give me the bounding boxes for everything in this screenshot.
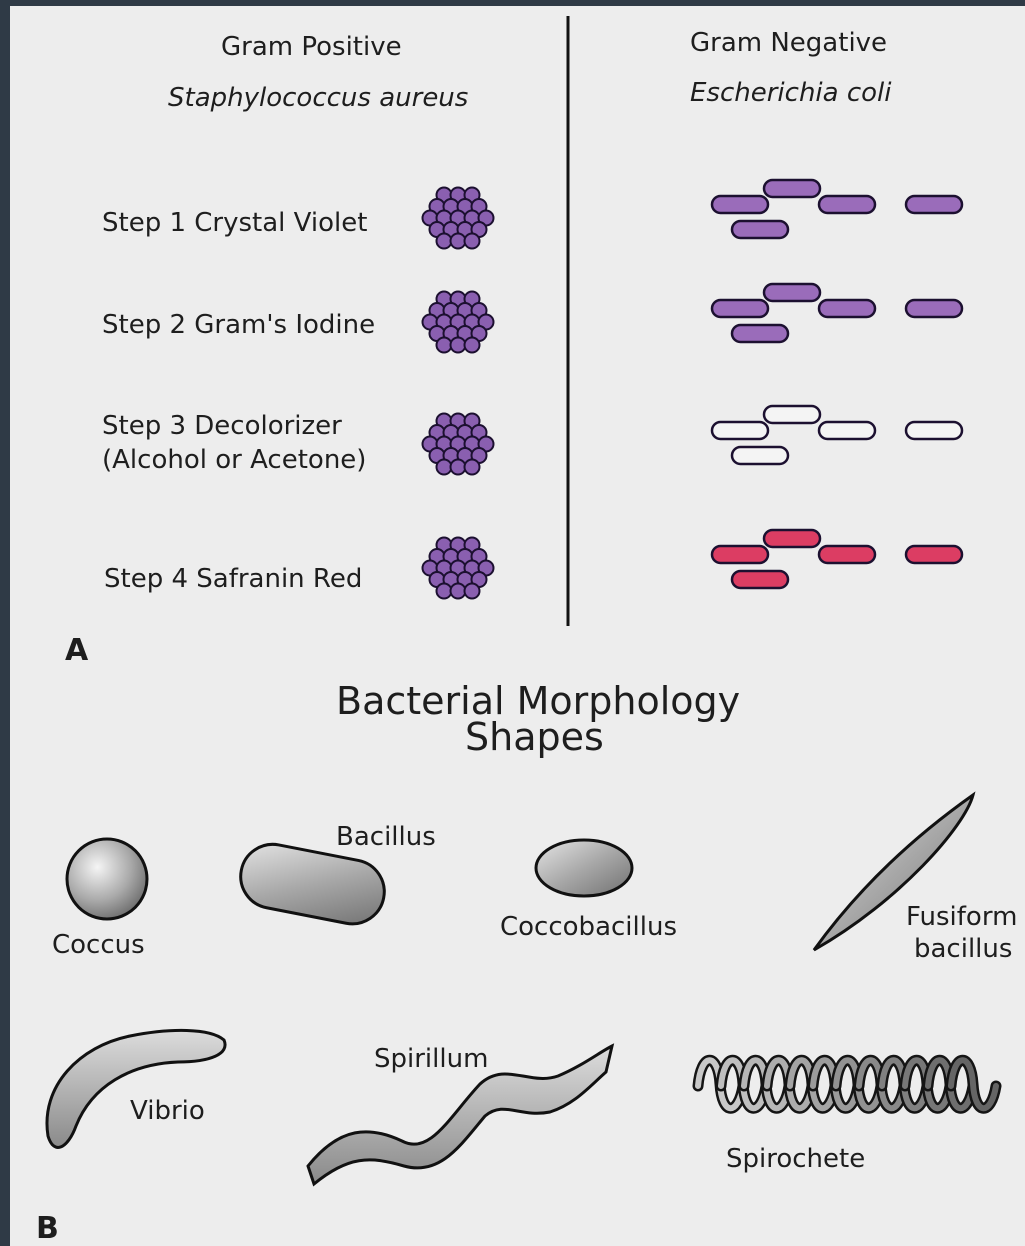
gram-negative-rods-step-1 <box>712 180 962 238</box>
gram-positive-cluster-step-1 <box>423 188 494 249</box>
gram-positive-cluster-step-2 <box>423 292 494 353</box>
gram-negative-rods-step-4 <box>712 530 962 588</box>
gram-negative-rods <box>712 180 962 588</box>
rod-cell <box>764 406 820 423</box>
spirochete-shape <box>698 1060 996 1108</box>
vibrio-label: Vibrio <box>130 1098 205 1124</box>
coccus-cell <box>465 584 480 599</box>
coccobacillus-label: Coccobacillus <box>500 914 677 940</box>
spirochete-label: Spirochete <box>726 1146 865 1172</box>
rod-cell <box>906 300 962 317</box>
rod-cell <box>819 546 875 563</box>
rod-cell <box>906 196 962 213</box>
spirillum-label: Spirillum <box>374 1046 488 1072</box>
morphology-title-line2: Shapes <box>465 718 604 756</box>
gram-negative-rods-step-2 <box>712 284 962 342</box>
gram-positive-cluster-step-3 <box>423 414 494 475</box>
diagram-page: Gram Positive Staphylococcus aureus Gram… <box>10 6 1025 1246</box>
vibrio-shape <box>47 1030 225 1147</box>
rod-cell <box>906 422 962 439</box>
rod-cell <box>732 221 788 238</box>
rod-cell <box>712 422 768 439</box>
step-2-label: Step 2 Gram's Iodine <box>102 312 375 338</box>
bacillus-label: Bacillus <box>336 824 436 850</box>
rod-cell <box>819 196 875 213</box>
rod-cell <box>764 530 820 547</box>
rod-cell <box>732 325 788 342</box>
bacillus-shape <box>235 839 390 929</box>
step-1-label: Step 1 Crystal Violet <box>102 210 367 236</box>
rod-cell <box>732 571 788 588</box>
coccus-cell <box>465 460 480 475</box>
rod-cell <box>906 546 962 563</box>
rod-cell <box>712 546 768 563</box>
coccus-cell <box>451 338 466 353</box>
coccus-cell <box>451 460 466 475</box>
gram-negative-organism: Escherichia coli <box>690 80 892 106</box>
rod-cell <box>712 196 768 213</box>
coccus-cell <box>437 584 452 599</box>
rod-cell <box>712 300 768 317</box>
gram-negative-heading: Gram Negative <box>690 30 887 56</box>
coccobacillus-shape <box>536 840 632 896</box>
rod-cell <box>732 447 788 464</box>
rod-cell <box>819 300 875 317</box>
fusiform-label-line2: bacillus <box>914 936 1012 962</box>
coccus-cell <box>437 234 452 249</box>
rod-cell <box>764 180 820 197</box>
diagram-graphics <box>10 6 1025 1246</box>
coccus-cell <box>437 460 452 475</box>
coccus-cell <box>465 338 480 353</box>
step-4-label: Step 4 Safranin Red <box>104 566 362 592</box>
coccus-cell <box>465 234 480 249</box>
coccus-cell <box>451 234 466 249</box>
gram-positive-cluster-step-4 <box>423 538 494 599</box>
coccus-shape <box>67 839 147 919</box>
fusiform-label-line1: Fusiform <box>906 904 1017 930</box>
gram-positive-clusters <box>423 188 494 599</box>
coccus-cell <box>451 584 466 599</box>
gram-positive-heading: Gram Positive <box>221 34 402 60</box>
step-3-label-line2: (Alcohol or Acetone) <box>102 447 366 473</box>
gram-positive-organism: Staphylococcus aureus <box>168 85 468 111</box>
coccus-label: Coccus <box>52 932 145 958</box>
coccus-cell <box>437 338 452 353</box>
panel-b-letter: B <box>36 1214 59 1244</box>
step-3-label-line1: Step 3 Decolorizer <box>102 413 342 439</box>
panel-a-letter: A <box>65 636 88 666</box>
rod-cell <box>819 422 875 439</box>
gram-negative-rods-step-3 <box>712 406 962 464</box>
rod-cell <box>764 284 820 301</box>
